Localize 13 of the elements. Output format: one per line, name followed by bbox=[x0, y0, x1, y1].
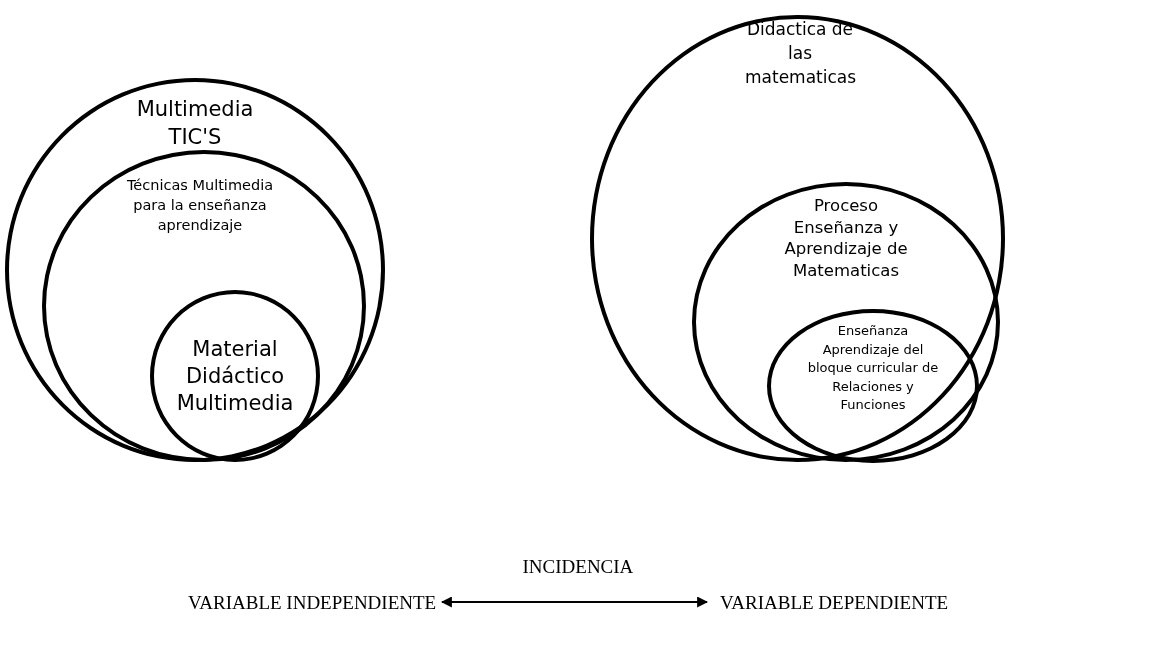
inner-circle bbox=[767, 309, 979, 463]
variable-label: VARIABLE DEPENDIENTE bbox=[707, 588, 1047, 618]
circle-label: Enseñanza Aprendizaje del bloque curricular de Relaciones y Funciones bbox=[806, 322, 940, 414]
outer-circle bbox=[590, 15, 1005, 462]
inner-circle bbox=[150, 290, 320, 462]
circle-label: Proceso Enseñanza y Aprendizaje de Matematicas bbox=[783, 195, 909, 281]
middle-circle bbox=[42, 150, 366, 462]
circle-label: Material Didáctico Multimedia bbox=[175, 336, 295, 417]
outer-circle bbox=[5, 78, 385, 462]
variable-label: VARIABLE INDEPENDIENTE bbox=[188, 588, 442, 618]
circle-label: Técnicas Multimedia para la enseñanza aprendizaje bbox=[125, 176, 275, 235]
circle-label: Multimedia TIC'S bbox=[135, 96, 255, 151]
middle-circle bbox=[692, 182, 1000, 462]
